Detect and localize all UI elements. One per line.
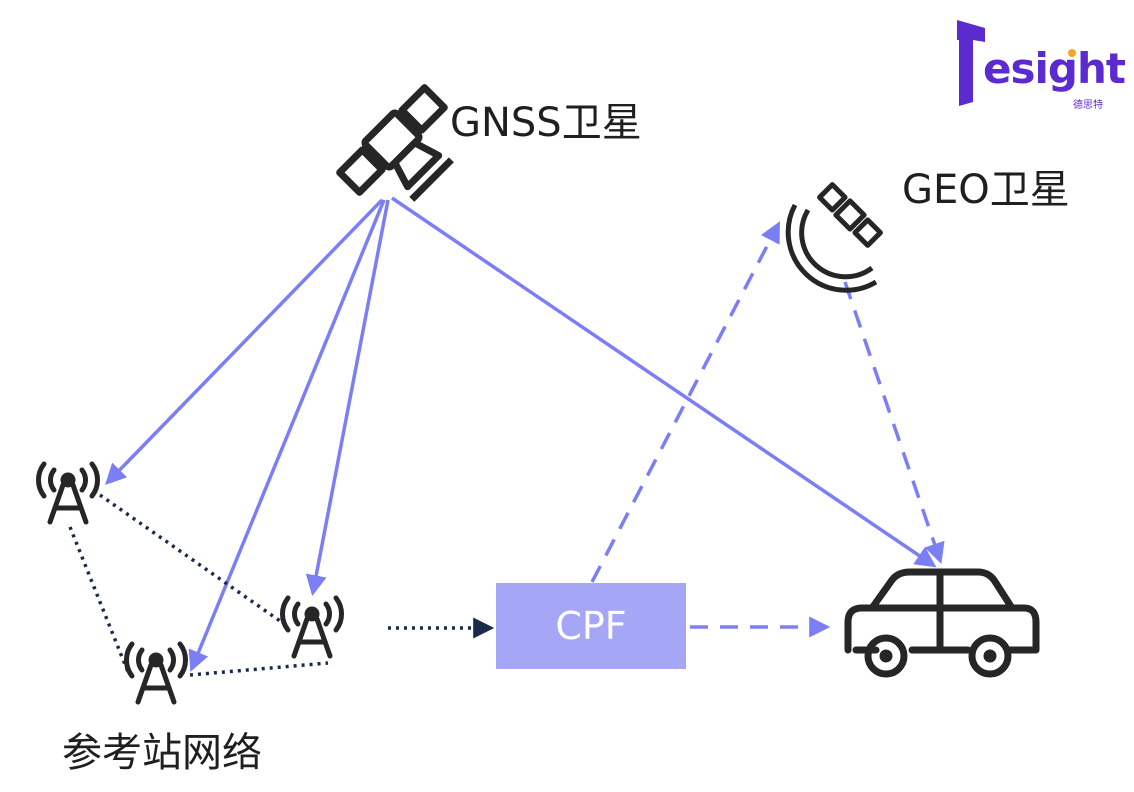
cpf-box-fill — [496, 583, 686, 669]
gnss-to-tower-right — [305, 199, 390, 597]
tower-left-to-right — [98, 493, 292, 630]
tower-right — [280, 595, 344, 659]
logo-mark-icon — [957, 20, 985, 106]
cpf-to-geo — [590, 221, 780, 583]
logo-text: esight — [983, 44, 1126, 93]
reference-network-links — [68, 493, 329, 677]
logo-subtext: 德思特 — [1073, 100, 1103, 111]
gnss-to-tower-left — [105, 198, 384, 486]
geo-satellite-label: GEO卫星 — [902, 167, 1070, 213]
geo-to-vehicle — [843, 281, 945, 564]
geo-satellite-icon — [785, 182, 883, 293]
logo-accent-dot-icon — [1068, 49, 1076, 57]
radio-tower-icon — [36, 461, 344, 705]
car-icon — [844, 568, 1040, 678]
gnss-to-tower-bottom — [188, 199, 386, 672]
satellite-icon — [336, 84, 454, 202]
tower-left-to-bottom — [68, 526, 130, 673]
tower-left — [36, 461, 100, 525]
reference-network-label: 参考站网络 — [62, 730, 262, 776]
brand-logo: esight 德思特 — [955, 20, 1126, 111]
gnss-to-vehicle — [391, 196, 937, 568]
correction-links — [590, 221, 945, 638]
cpf-box: CPF — [496, 583, 686, 669]
gnss-signal-links — [105, 196, 937, 672]
cpf-label: CPF — [555, 604, 627, 648]
tower-bottom — [124, 641, 188, 705]
tower-bottom-to-right — [189, 661, 329, 677]
gnss-satellite-label: GNSS卫星 — [450, 100, 642, 146]
